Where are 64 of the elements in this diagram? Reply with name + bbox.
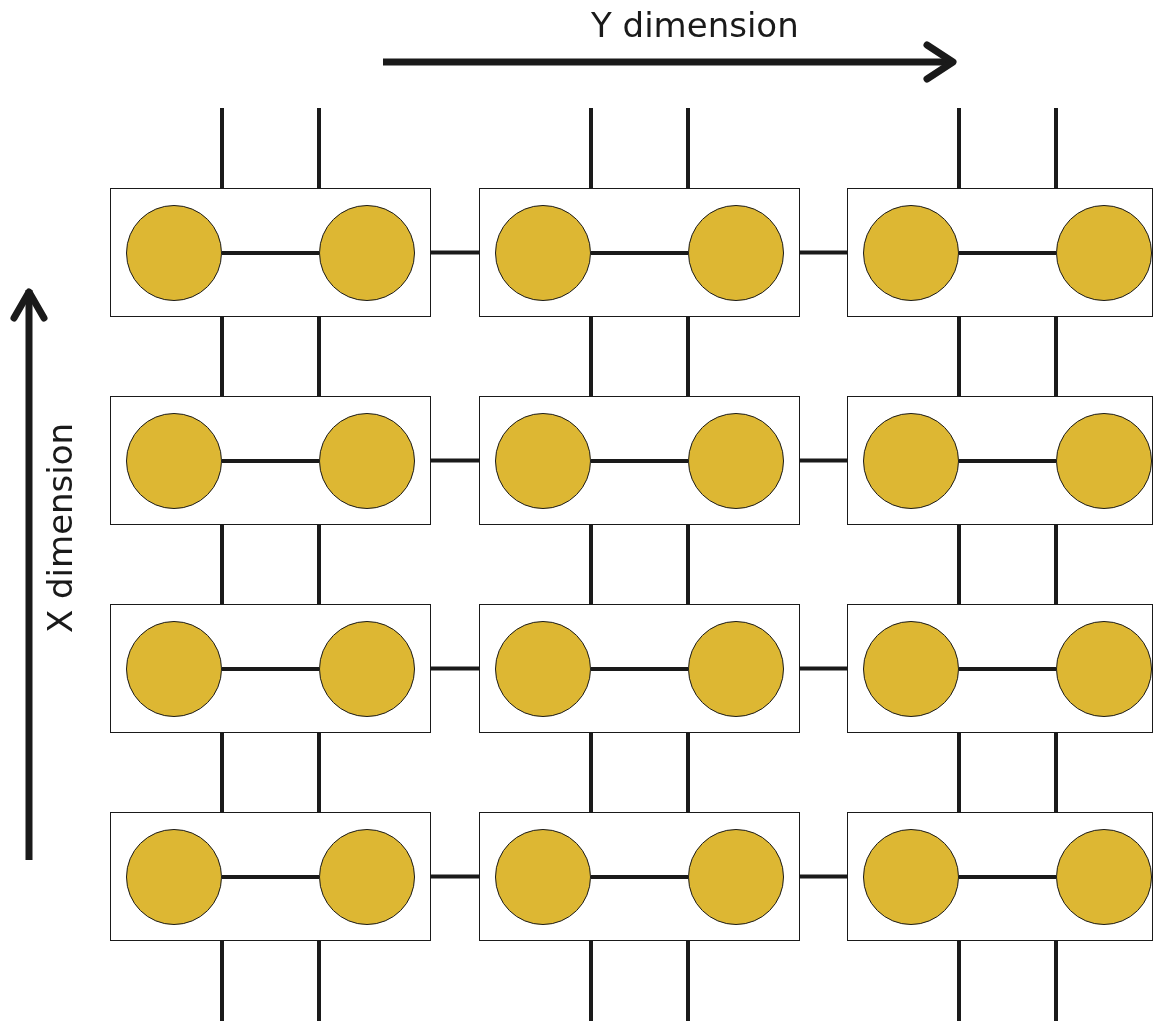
connector-line <box>317 525 321 604</box>
connector-line <box>589 941 593 1021</box>
connector-line <box>800 666 847 671</box>
connector-line <box>1054 525 1058 604</box>
connector-line <box>317 941 321 1021</box>
connector-line <box>317 317 321 396</box>
node-box <box>847 396 1153 525</box>
connector-line <box>431 458 479 463</box>
connector-line <box>222 251 319 255</box>
connector-line <box>589 317 593 396</box>
node-box <box>847 812 1153 941</box>
node-box <box>110 604 431 733</box>
node-box <box>847 604 1153 733</box>
connector-line <box>957 941 961 1021</box>
axis-label: X dimension <box>43 422 78 634</box>
connector-line <box>589 733 593 812</box>
connector-line <box>317 733 321 812</box>
connector-line <box>800 250 847 255</box>
connector-line <box>686 108 690 188</box>
node-box <box>847 188 1153 317</box>
connector-line <box>222 667 319 671</box>
connector-line <box>959 459 1056 463</box>
connector-line <box>959 667 1056 671</box>
connector-line <box>222 875 319 879</box>
connector-line <box>686 525 690 604</box>
node-box <box>479 812 800 941</box>
connector-line <box>800 458 847 463</box>
connector-line <box>220 525 224 604</box>
connector-line <box>431 250 479 255</box>
node-box <box>479 188 800 317</box>
connector-line <box>957 733 961 812</box>
node-box <box>479 604 800 733</box>
connector-line <box>589 525 593 604</box>
connector-line <box>1054 733 1058 812</box>
connector-line <box>220 941 224 1021</box>
connector-line <box>1054 317 1058 396</box>
connector-line <box>431 874 479 879</box>
node-box <box>110 188 431 317</box>
connector-line <box>686 733 690 812</box>
connector-line <box>1054 941 1058 1021</box>
connector-line <box>959 875 1056 879</box>
connector-line <box>589 108 593 188</box>
axis-label: Y dimension <box>591 8 799 42</box>
connector-line <box>800 874 847 879</box>
connector-line <box>591 875 688 879</box>
connector-line <box>222 459 319 463</box>
connector-line <box>220 317 224 396</box>
node-box <box>110 396 431 525</box>
connector-line <box>957 108 961 188</box>
connector-line <box>957 317 961 396</box>
connector-line <box>1054 108 1058 188</box>
node-box <box>479 396 800 525</box>
connector-line <box>220 108 224 188</box>
connector-line <box>959 251 1056 255</box>
connector-line <box>591 459 688 463</box>
connector-line <box>591 667 688 671</box>
connector-line <box>220 733 224 812</box>
node-box <box>110 812 431 941</box>
connector-line <box>957 525 961 604</box>
connector-line <box>317 108 321 188</box>
connector-line <box>686 317 690 396</box>
connector-line <box>686 941 690 1021</box>
connector-line <box>431 666 479 671</box>
connector-line <box>591 251 688 255</box>
